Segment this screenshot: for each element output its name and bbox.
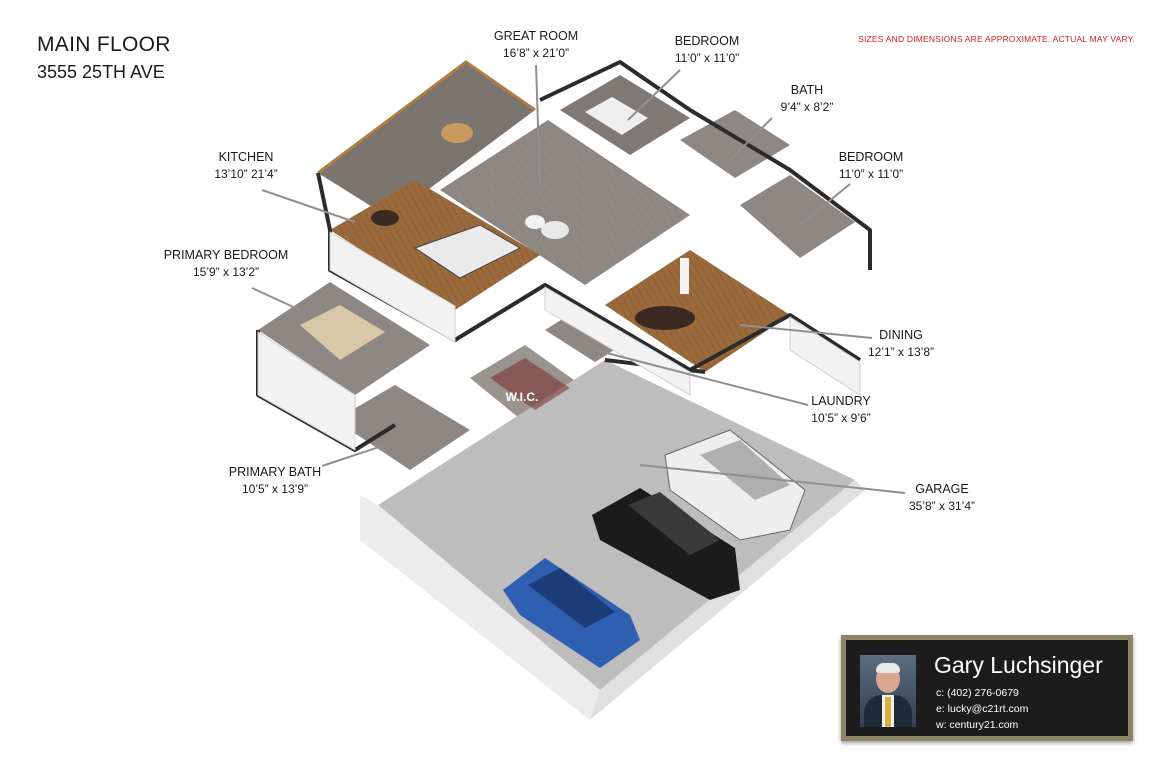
room-name: DINING: [879, 328, 923, 342]
room-label-laundry: LAUNDRY 10’5” x 9’6”: [811, 393, 871, 427]
room-label-dining: DINING 12’1” x 13’8”: [868, 327, 934, 361]
agent-website: w: century21.com: [936, 719, 1019, 731]
room-dims: 16’8” x 21’0”: [502, 46, 570, 60]
room-name: BEDROOM: [838, 150, 904, 164]
room-label-kitchen: KITCHEN 13’10” 21’4”: [214, 149, 277, 183]
deck-railing: [317, 60, 536, 175]
property-address: 3555 25TH AVE: [37, 62, 165, 82]
room-label-bedroom-3: BEDROOM 11’0” x 11’0”: [839, 149, 904, 183]
agent-card: Gary Luchsinger c: (402) 276-0679 e: luc…: [841, 635, 1133, 741]
room-dims: 12’1” x 13’8”: [867, 345, 935, 359]
room-dims: 11’0” x 11’0”: [674, 51, 740, 65]
room-label-bath: BATH 9’4” x 8’2”: [781, 82, 834, 116]
bath-floor: [680, 110, 790, 178]
room-label-primary-bedroom: PRIMARY BEDROOM 15’9” x 13’2”: [164, 247, 289, 281]
room-dims: 15’9” x 13’2”: [192, 265, 260, 279]
deck-floor: [318, 62, 535, 218]
room-dims: 10’5” x 9’6”: [811, 411, 871, 425]
room-dims: 11’0” x 11’0”: [838, 167, 904, 181]
garage-wall-right: [590, 480, 865, 720]
agent-card-inner: Gary Luchsinger c: (402) 276-0679 e: luc…: [846, 640, 1128, 736]
room-label-garage: GARAGE 35’8” x 31’4”: [909, 481, 975, 515]
room-dims: 13’10” 21’4”: [214, 167, 278, 181]
room-name: PRIMARY BATH: [228, 465, 322, 479]
wic-label: W.I.C.: [505, 390, 539, 404]
furniture: [300, 97, 695, 410]
agent-cell: c: (402) 276-0679: [936, 687, 1019, 699]
great-room-floor: [440, 120, 690, 285]
room-dims: 35’8” x 31’4”: [908, 499, 976, 513]
room-dims: 9’4” x 8’2”: [780, 100, 834, 114]
room-label-great-room: GREAT ROOM 16’8” x 21’0”: [494, 28, 578, 62]
room-name: KITCHEN: [218, 150, 274, 164]
room-label-primary-bath: PRIMARY BATH 10’5” x 13’9”: [229, 464, 321, 498]
floor-title: MAIN FLOOR: [37, 33, 171, 56]
garage-wall-front: [360, 495, 600, 720]
room-name: PRIMARY BEDROOM: [163, 248, 289, 262]
room-name: BEDROOM: [674, 34, 740, 48]
room-name: LAUNDRY: [811, 394, 871, 408]
agent-name: Gary Luchsinger: [934, 652, 1103, 678]
disclaimer-text: SIZES AND DIMENSIONS ARE APPROXIMATE. AC…: [858, 34, 1135, 44]
room-label-bedroom-2: BEDROOM 11’0” x 11’0”: [675, 33, 740, 67]
primary-bath-floor: [335, 385, 470, 470]
room-name: GARAGE: [915, 482, 969, 496]
cars: [503, 429, 806, 668]
room-name: BATH: [790, 83, 824, 97]
agent-email: e: lucky@c21rt.com: [936, 703, 1029, 715]
bedroom-3-floor: [740, 175, 855, 258]
room-dims: 10’5” x 13’9”: [241, 482, 309, 496]
agent-photo: [860, 655, 916, 727]
room-name: GREAT ROOM: [493, 29, 579, 43]
